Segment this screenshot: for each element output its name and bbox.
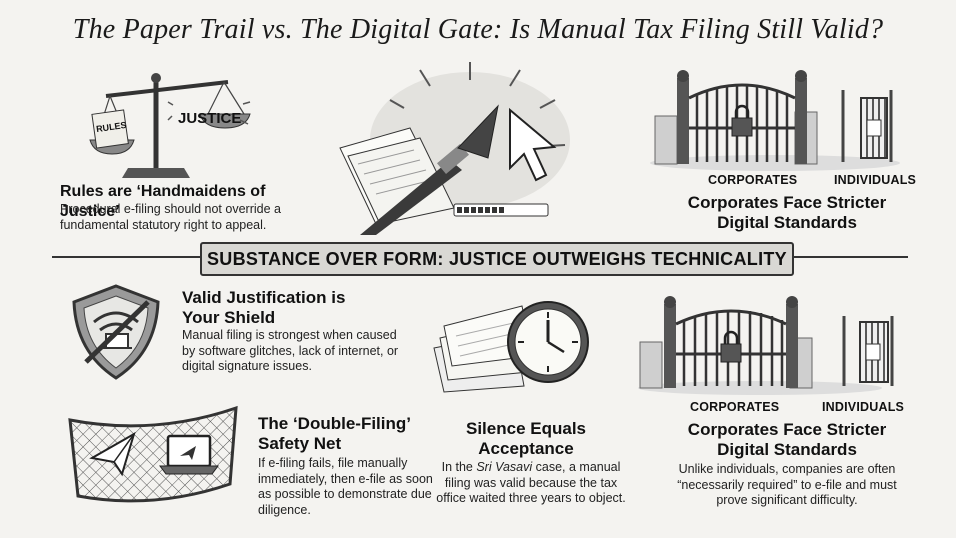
shield-heading: Valid Justification is Your Shield: [182, 288, 346, 327]
safety-net-body: If e-filing fails, file manually immedia…: [258, 456, 433, 517]
corporates-label-top: CORPORATES: [708, 173, 798, 187]
fountain-pen-and-cursor-icon: [339, 62, 570, 235]
locked-gate-icon: [650, 70, 900, 171]
shield-body: Manual filing is strongest when caused b…: [182, 328, 399, 373]
scales-of-justice-icon: [89, 73, 251, 178]
locked-gate-icon-bottom: [638, 296, 894, 395]
safety-net-heading: The ‘Double-Filing’ Safety Net: [258, 414, 411, 453]
safety-net-icon: [68, 405, 238, 503]
corporates-label-bottom: CORPORATES: [690, 400, 780, 414]
shield-no-wifi-icon: [72, 284, 160, 380]
gate-top-heading: Corporates Face Stricter Digital Standar…: [687, 193, 887, 232]
clock-and-papers-icon: [433, 301, 589, 393]
page-title: The Paper Trail vs. The Digital Gate: Is…: [72, 14, 884, 45]
silence-heading: Silence Equals Acceptance: [466, 419, 586, 458]
case-name: Sri Vasavi: [476, 460, 533, 474]
banner: SUBSTANCE OVER FORM: JUSTICE OUTWEIGHS T…: [200, 242, 794, 276]
banner-rule-left: [52, 256, 202, 258]
gate-bottom-body: Unlike individuals, companies are often …: [677, 462, 897, 507]
scales-heading: Rules are ‘Handmaidens of Justice’: [60, 183, 266, 220]
banner-rule-right: [788, 256, 908, 258]
individuals-label-bottom: INDIVIDUALS: [822, 400, 905, 414]
gate-bottom-heading: Corporates Face Stricter Digital Standar…: [687, 420, 887, 459]
individuals-label-top: INDIVIDUALS: [834, 173, 917, 187]
justice-label: JUSTICE: [178, 110, 242, 127]
silence-body: In the Sri Vasavi case, a manual filing …: [436, 460, 626, 505]
scales-body: Procedural e-filing should not override …: [60, 202, 281, 232]
